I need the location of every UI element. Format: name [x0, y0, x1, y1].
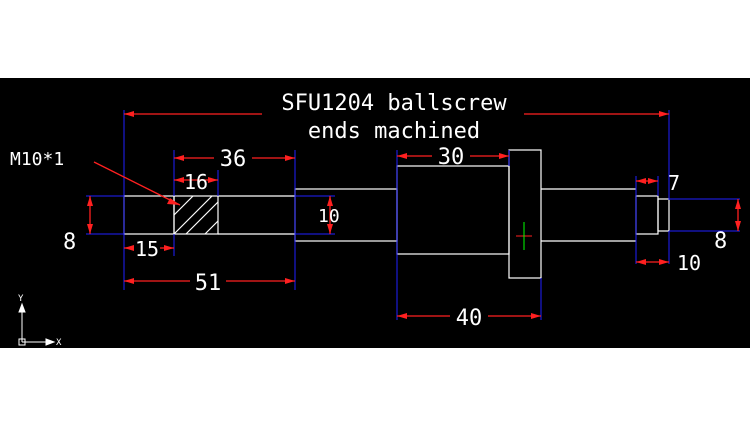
- ucs-x-label: X: [56, 338, 62, 348]
- dimension-36: 36: [220, 147, 247, 172]
- dimension-10-mid: 10: [318, 206, 340, 227]
- callout-m10-label: M10*1: [10, 149, 64, 170]
- title-line-1: SFU1204 ballscrew: [281, 91, 507, 116]
- thread-hatching: [173, 195, 219, 235]
- dimension-15: 15: [135, 237, 159, 261]
- center-mark: [516, 222, 532, 250]
- drawing-background: [0, 78, 750, 348]
- dimension-7: 7: [668, 171, 680, 195]
- ucs-y-label: Y: [18, 294, 24, 304]
- dimension-arrowheads: [87, 111, 741, 319]
- dimension-10-right: 10: [677, 251, 701, 275]
- nut-flange: [508, 149, 542, 279]
- title-line-2: ends machined: [308, 119, 480, 144]
- ucs-icon: [18, 302, 56, 346]
- right-end-journal: [657, 198, 670, 232]
- dimension-30: 30: [438, 145, 465, 170]
- dimension-51: 51: [195, 271, 222, 296]
- dimension-40: 40: [456, 306, 483, 331]
- dimension-8-right: 8: [714, 229, 727, 254]
- dimension-16: 16: [184, 170, 208, 194]
- dimension-8-left: 8: [63, 230, 76, 255]
